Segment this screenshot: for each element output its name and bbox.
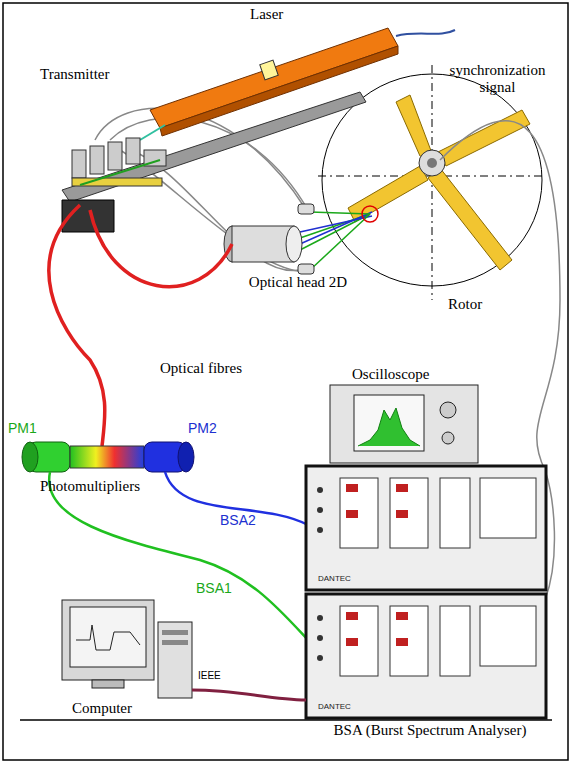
device-label: Photomultipliers xyxy=(40,478,190,495)
brand-label: DANTEC xyxy=(318,574,378,583)
device-label: Laser xyxy=(250,6,320,23)
bus-label: IEEE xyxy=(198,670,248,682)
device-label: BSA (Burst Spectrum Analyser) xyxy=(320,722,540,739)
device-label: Transmitter xyxy=(40,66,150,83)
channel-label: PM2 xyxy=(188,420,238,436)
channel-label: PM1 xyxy=(8,420,58,436)
device-label: Rotor xyxy=(448,296,518,313)
fibre-label: Optical fibres xyxy=(160,360,280,377)
signal-label: synchronization signal xyxy=(440,62,555,97)
device-label: Optical head 2D xyxy=(248,274,348,291)
brand-label: DANTEC xyxy=(318,702,378,711)
device-label: Oscilloscope xyxy=(352,366,472,383)
device-label: Computer xyxy=(72,700,172,717)
channel-label: BSA2 xyxy=(220,512,270,528)
channel-label: BSA1 xyxy=(196,580,246,596)
